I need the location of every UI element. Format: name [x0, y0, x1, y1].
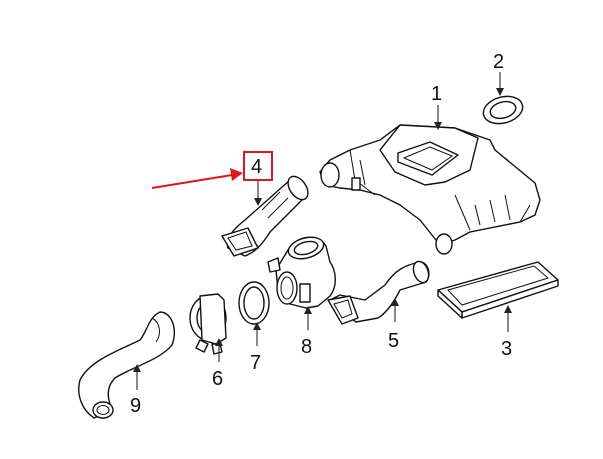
- callout-arrow-8: [304, 306, 312, 314]
- callout-arrow-5: [391, 298, 399, 306]
- callout-label-7: 7: [250, 352, 261, 374]
- seal-ring[interactable]: [480, 92, 525, 127]
- air-filter-element[interactable]: [437, 261, 559, 319]
- callout-arrow-7: [253, 322, 261, 330]
- intake-duct[interactable]: [221, 173, 312, 257]
- air-flow-housing[interactable]: [267, 234, 336, 309]
- hose-clamp[interactable]: [189, 293, 227, 355]
- callout-arrow-1: [434, 122, 442, 130]
- pointer-arrow-line: [151, 174, 233, 189]
- callout-label-4: 4: [251, 156, 262, 178]
- callout-arrow-6: [215, 338, 223, 346]
- callout-label-2: 2: [493, 51, 504, 73]
- callout-label-8: 8: [301, 336, 312, 358]
- callout-label-9: 9: [130, 395, 141, 417]
- resonator-hose[interactable]: [327, 259, 431, 325]
- callout-arrow-2: [496, 88, 504, 96]
- callout-highlight-box: [243, 151, 273, 181]
- o-ring[interactable]: [238, 281, 270, 325]
- air-inlet-hose[interactable]: [78, 311, 176, 419]
- callout-label-3: 3: [501, 338, 512, 360]
- callout-label-1: 1: [431, 83, 442, 105]
- air-cleaner-housing[interactable]: [319, 124, 541, 255]
- callout-arrow-4: [254, 198, 262, 206]
- pointer-arrow-head: [230, 168, 243, 181]
- callout-label-5: 5: [388, 330, 399, 352]
- callout-label-6: 6: [212, 368, 223, 390]
- callout-arrow-3: [504, 305, 512, 313]
- callout-arrow-9: [133, 364, 141, 372]
